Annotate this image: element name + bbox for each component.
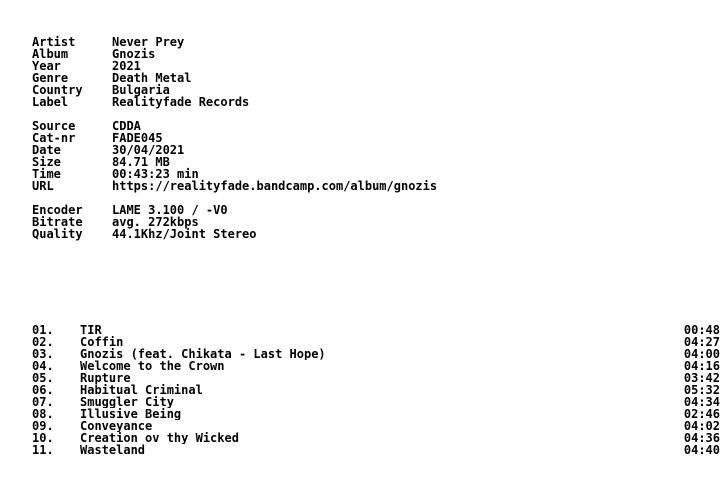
- info-key: Date: [32, 143, 61, 157]
- track-row: 08. Illusive Being 02:46: [32, 408, 720, 420]
- info-key: Bitrate: [32, 215, 83, 229]
- info-key: Source: [32, 119, 76, 133]
- info-value: Never Prey: [112, 35, 185, 49]
- source-info: Source CDDA Cat-nr FADE045 Date 30/04/20…: [32, 120, 437, 192]
- info-row-source: Source CDDA: [32, 120, 437, 132]
- track-row: 04. Welcome to the Crown 04:16: [32, 360, 720, 372]
- info-row-encoder: Encoder LAME 3.100 / -V0: [32, 204, 257, 216]
- info-row-country: Country Bulgaria: [32, 84, 249, 96]
- info-value: FADE045: [112, 131, 163, 145]
- track-title: Illusive Being: [80, 408, 182, 420]
- info-key: Cat-nr: [32, 131, 76, 145]
- track-title: Rupture: [80, 372, 131, 384]
- info-value-url: https://realityfade.bandcamp.com/album/g…: [112, 179, 438, 193]
- track-number: 02.: [32, 335, 54, 349]
- track-number: 05.: [32, 371, 54, 385]
- info-key: URL: [32, 179, 54, 193]
- tracklist: 01. TIR 00:48 02. Coffin 04:27 03. Gnozi…: [32, 324, 720, 456]
- info-value: Death Metal: [112, 71, 192, 85]
- track-row: 01. TIR 00:48: [32, 324, 720, 336]
- track-duration: 04:36: [683, 431, 720, 445]
- info-key: Time: [32, 167, 61, 181]
- info-key: Encoder: [32, 203, 83, 217]
- track-number: 03.: [32, 347, 54, 361]
- info-row-url: URL https://realityfade.bandcamp.com/alb…: [32, 180, 437, 192]
- track-row: 10. Creation ov thy Wicked 04:36: [32, 432, 720, 444]
- track-row: 05. Rupture 03:42: [32, 372, 720, 384]
- info-row-genre: Genre Death Metal: [32, 72, 249, 84]
- info-row-cat-nr: Cat-nr FADE045: [32, 132, 437, 144]
- track-row: 06. Habitual Criminal 05:32: [32, 384, 720, 396]
- track-title: TIR: [80, 324, 102, 336]
- info-value: Gnozis: [112, 47, 156, 61]
- info-row-bitrate: Bitrate avg. 272kbps: [32, 216, 257, 228]
- info-row-label: Label Realityfade Records: [32, 96, 249, 108]
- track-title: Coffin: [80, 336, 124, 348]
- track-row: 11. Wasteland 04:40: [32, 444, 720, 456]
- track-title: Welcome to the Crown: [80, 360, 225, 372]
- info-key: Quality: [32, 227, 83, 241]
- track-number: 01.: [32, 323, 54, 337]
- info-key: Album: [32, 47, 69, 61]
- info-row-time: Time 00:43:23 min: [32, 168, 437, 180]
- track-row: 09. Conveyance 04:02: [32, 420, 720, 432]
- info-key: Year: [32, 59, 61, 73]
- release-info: Artist Never Prey Album Gnozis Year 2021…: [32, 36, 249, 108]
- info-row-quality: Quality 44.1Khz/Joint Stereo: [32, 228, 257, 240]
- track-title: Creation ov thy Wicked: [80, 432, 239, 444]
- track-duration: 04:02: [683, 419, 720, 433]
- info-value: 30/04/2021: [112, 143, 185, 157]
- track-title: Wasteland: [80, 444, 146, 456]
- track-row: 02. Coffin 04:27: [32, 336, 720, 348]
- track-row: 07. Smuggler City 04:34: [32, 396, 720, 408]
- track-number: 09.: [32, 419, 54, 433]
- info-value: 44.1Khz/Joint Stereo: [112, 227, 257, 241]
- track-row: 03. Gnozis (feat. Chikata - Last Hope) 0…: [32, 348, 720, 360]
- info-row-year: Year 2021: [32, 60, 249, 72]
- track-duration: 05:32: [683, 383, 720, 397]
- track-duration: 04:27: [683, 335, 720, 349]
- track-title: Habitual Criminal: [80, 384, 203, 396]
- info-row-album: Album Gnozis: [32, 48, 249, 60]
- track-duration: 03:42: [683, 371, 720, 385]
- info-value: 2021: [112, 59, 141, 73]
- track-number: 04.: [32, 359, 54, 373]
- info-value: LAME 3.100 / -V0: [112, 203, 228, 217]
- track-duration: 04:00: [683, 347, 720, 361]
- info-value: 84.71 MB: [112, 155, 170, 169]
- track-duration: 04:34: [683, 395, 720, 409]
- info-key: Genre: [32, 71, 69, 85]
- info-value: Realityfade Records: [112, 95, 250, 109]
- info-row-artist: Artist Never Prey: [32, 36, 249, 48]
- info-key: Country: [32, 83, 83, 97]
- info-key: Artist: [32, 35, 76, 49]
- info-key: Size: [32, 155, 61, 169]
- track-number: 10.: [32, 431, 54, 445]
- info-value: CDDA: [112, 119, 141, 133]
- track-title: Gnozis (feat. Chikata - Last Hope): [80, 348, 326, 360]
- info-value: Bulgaria: [112, 83, 170, 97]
- info-key: Label: [32, 95, 69, 109]
- track-duration: 00:48: [683, 323, 720, 337]
- track-duration: 04:16: [683, 359, 720, 373]
- info-row-size: Size 84.71 MB: [32, 156, 437, 168]
- info-value: 00:43:23 min: [112, 167, 199, 181]
- track-duration: 02:46: [683, 407, 720, 421]
- track-title: Smuggler City: [80, 396, 174, 408]
- track-number: 06.: [32, 383, 54, 397]
- encoding-info: Encoder LAME 3.100 / -V0 Bitrate avg. 27…: [32, 204, 257, 240]
- track-duration: 04:40: [683, 443, 720, 457]
- track-number: 11.: [32, 443, 54, 457]
- track-number: 07.: [32, 395, 54, 409]
- track-number: 08.: [32, 407, 54, 421]
- info-value: avg. 272kbps: [112, 215, 199, 229]
- info-row-date: Date 30/04/2021: [32, 144, 437, 156]
- track-title: Conveyance: [80, 420, 153, 432]
